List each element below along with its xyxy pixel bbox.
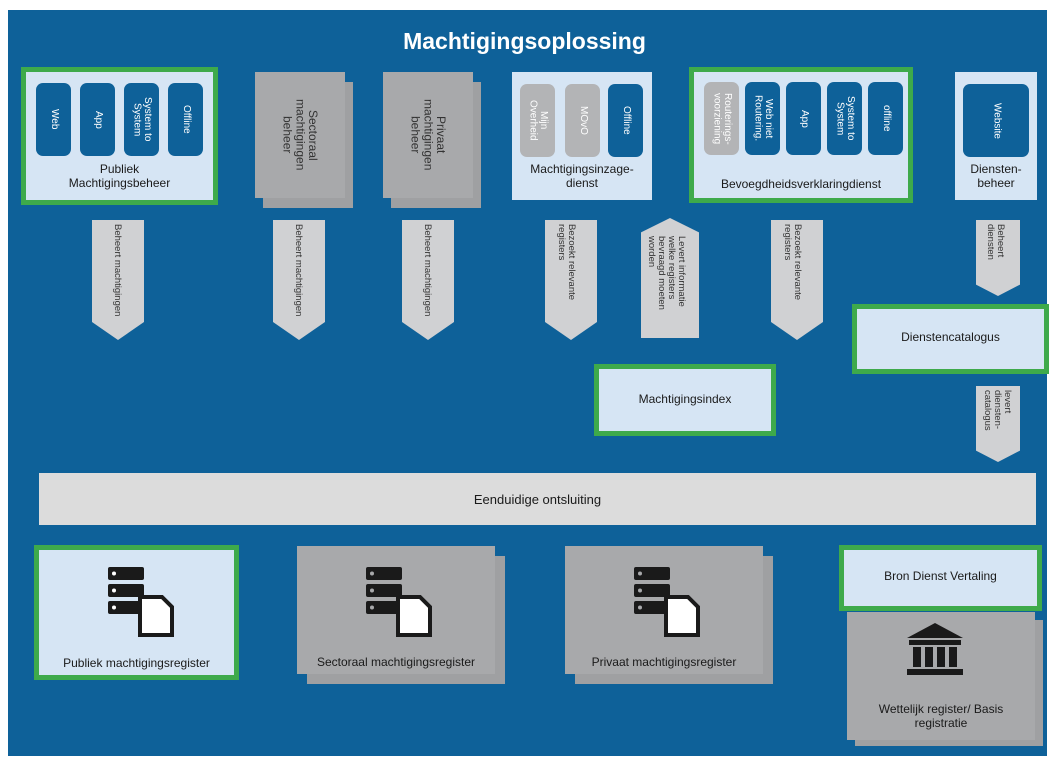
server-document-icon [364, 565, 434, 637]
pill-web-label: Web [48, 109, 60, 130]
pill-routeringsvoorziening-label: Routerings- voorziening [711, 92, 734, 145]
pill-offline-label: Offline [180, 105, 192, 134]
pill-mijn-overheid-label: Mijn Overheid [527, 100, 550, 141]
pill-bevoegd-system-label: System to System [834, 96, 857, 141]
wettelijk-register-label: Wettelijk register/ Basis registratie [878, 702, 1004, 730]
arrow-beheert-diensten [976, 220, 1020, 296]
eenduidige-ontsluiting-bar: Eenduidige ontsluiting [39, 473, 1036, 525]
arrow-levert-informatie-label: Levert informatie welke registers bevraa… [645, 236, 687, 310]
pill-system-to-system [124, 83, 159, 156]
pill-movo-label: MOvO [577, 106, 589, 135]
publiek-machtigingsbeheer-label: Publiek Machtigingsbeheer [68, 162, 171, 190]
diagram-title: Machtigingsoplossing [403, 28, 646, 54]
pill-movo [565, 84, 600, 157]
bron-dienst-vertaling-label: Bron Dienst Vertaling [884, 569, 997, 583]
pill-inzage-offline-label: Offline [620, 106, 632, 135]
pill-system-to-system-label: System to System [131, 97, 154, 142]
arrow-beheert-3 [402, 220, 454, 340]
pill-web-niet-routering [745, 82, 780, 155]
pill-website [963, 84, 1029, 157]
pill-web [36, 83, 71, 156]
pill-bevoegd-offline [868, 82, 903, 155]
government-building-icon [903, 620, 967, 676]
sectoraal-beheer-box [255, 72, 345, 198]
privaat-beheer-label: Privaat machtigingen beheer [408, 99, 448, 171]
arrow-bezoekt-1 [545, 220, 597, 340]
sectoraal-beheer-label: Sectoraal machtigingen beheer [280, 99, 320, 171]
pill-bevoegd-app [786, 82, 821, 155]
arrow-beheert-1 [92, 220, 144, 340]
pill-web-niet-routering-label: Web niet Routering. [752, 95, 775, 142]
privaat-beheer-box [383, 72, 473, 198]
publiek-register-label: Publiek machtigingsregister [63, 656, 210, 670]
machtigingsindex-label: Machtigingsindex [638, 392, 732, 406]
pill-app-label: App [92, 110, 104, 129]
arrow-beheert-3-label: Beheert machtigingen [421, 224, 433, 317]
arrow-beheert-1-label: Beheert machtigingen [111, 224, 123, 317]
arrow-beheert-2-label: Beheert machtigingen [292, 224, 304, 317]
dienstenbeheer-label: Diensten- beheer [970, 162, 1022, 190]
pill-app [80, 83, 115, 156]
arrow-beheert-2 [273, 220, 325, 340]
sectoraal-register-label: Sectoraal machtigingsregister [316, 655, 476, 669]
pill-offline [168, 83, 203, 156]
arrow-levert-catalogus [976, 386, 1020, 462]
dienstencatalogus-label: Dienstencatalogus [901, 330, 1000, 344]
bron-dienst-vertaling-box [839, 545, 1042, 611]
arrow-bezoekt-2-label: Bezoekt relevante registers [781, 224, 803, 301]
pill-mijn-overheid [520, 84, 555, 157]
dienstencatalogus-box [852, 304, 1049, 374]
server-document-icon [106, 565, 176, 637]
bevoegdheid-label: Bevoegdheidsverklaringdienst [720, 177, 882, 191]
pill-bevoegd-system [827, 82, 862, 155]
server-document-icon [632, 565, 702, 637]
arrow-bezoekt-2 [771, 220, 823, 340]
pill-routeringsvoorziening [704, 82, 739, 155]
arrow-beheert-diensten-label: Beheert diensten [984, 224, 1006, 260]
pill-bevoegd-offline-label: offline [880, 105, 892, 132]
machtigingsindex-box [594, 364, 776, 436]
pill-inzage-offline [608, 84, 643, 157]
arrow-levert-catalogus-label: levert diensten- catalogus [981, 390, 1013, 431]
pill-website-label: Website [991, 102, 1003, 139]
arrow-bezoekt-1-label: Bezoekt relevante registers [555, 224, 577, 301]
machtigingsinzage-label: Machtigingsinzage- dienst [530, 162, 634, 190]
privaat-register-label: Privaat machtigingsregister [591, 655, 737, 669]
arrow-levert-informatie [641, 218, 699, 338]
pill-bevoegd-app-label: App [798, 109, 810, 128]
